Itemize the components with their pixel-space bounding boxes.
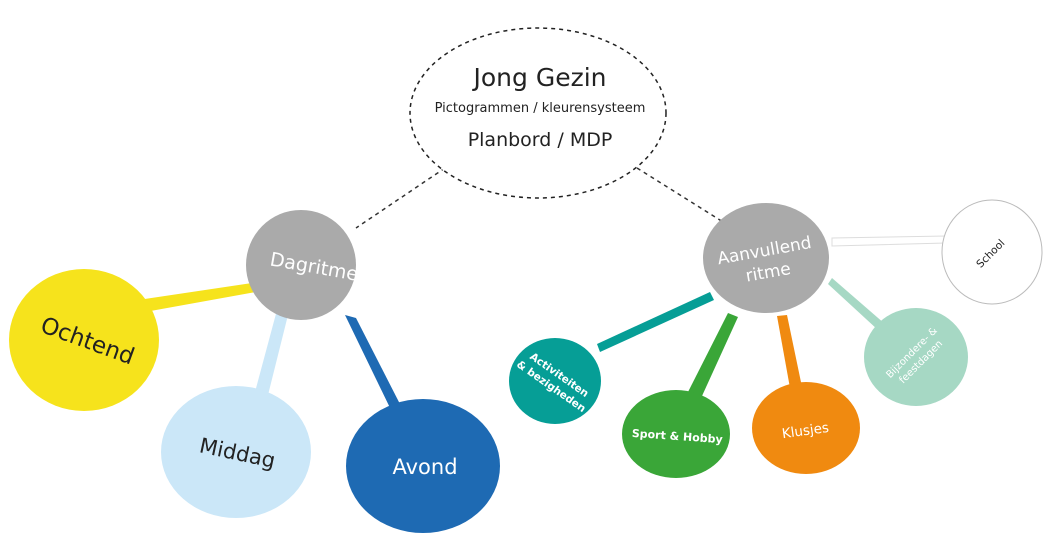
branch-sport [688, 313, 738, 396]
branch-ochtend [138, 283, 256, 312]
center-subtitle: Pictogrammen / kleurensysteem [435, 101, 646, 116]
klusjes-label: Klusjes [781, 420, 830, 442]
avond-node: Avond [346, 399, 500, 533]
center-node: Jong Gezin Pictogrammen / kleurensysteem… [409, 27, 667, 199]
branch-middag [255, 310, 288, 395]
branch-bijzondere [828, 278, 885, 330]
avond-label: Avond [392, 455, 457, 479]
connector-center-aanvullend [636, 167, 724, 223]
school-node: School [941, 199, 1043, 305]
branch-school [831, 235, 947, 247]
connector-center-dagritme [355, 167, 446, 229]
sport-hobby-node: Sport & Hobby [622, 390, 730, 478]
aanvullend-node: Aanvullend ritme [703, 203, 829, 313]
branch-activiteiten [597, 292, 714, 352]
klusjes-node: Klusjes [752, 382, 860, 474]
ochtend-node: Ochtend [9, 269, 159, 411]
center-line3: Planbord / MDP [468, 129, 613, 151]
middag-node: Middag [161, 386, 311, 518]
branch-klusjes [777, 315, 802, 388]
activiteiten-node: Activiteiten & bezigheden [509, 338, 601, 424]
branch-avond [345, 315, 402, 412]
bijzondere-node: Bijzondere- & feestdagen [864, 308, 968, 406]
center-title: Jong Gezin [472, 63, 607, 92]
dagritme-node: Dagritme [246, 210, 360, 320]
sport-hobby-label: Sport & Hobby [631, 427, 723, 446]
